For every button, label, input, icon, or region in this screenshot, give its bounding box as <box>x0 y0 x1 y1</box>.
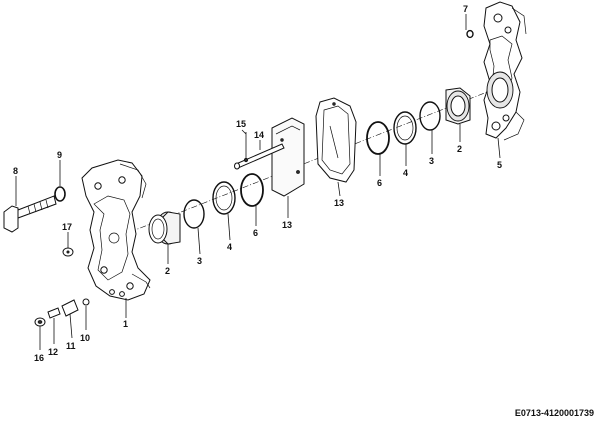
washer-9 <box>54 186 66 202</box>
label-12: 12 <box>48 347 58 357</box>
dust-boot-4-right <box>393 111 417 145</box>
label-2-left: 2 <box>165 266 170 276</box>
label-13-right: 13 <box>334 198 344 208</box>
washer-7 <box>466 29 474 39</box>
brake-pad-13-right <box>315 97 357 183</box>
seal-ring-3-right <box>419 101 441 131</box>
label-4-left: 4 <box>227 242 232 252</box>
label-5: 5 <box>497 160 502 170</box>
caliper-half-right <box>483 1 527 141</box>
caliper-half-left <box>81 159 151 301</box>
piston-right <box>445 87 471 125</box>
spring-clip-15 <box>243 132 249 163</box>
label-6-left: 6 <box>253 228 258 238</box>
leader-lines <box>15 14 501 350</box>
label-4-right: 4 <box>403 168 408 178</box>
label-3-left: 3 <box>197 256 202 266</box>
label-8: 8 <box>13 166 18 176</box>
label-15: 15 <box>236 119 246 129</box>
retaining-ring-6-left <box>240 173 264 207</box>
label-9: 9 <box>57 150 62 160</box>
reference-code: E0713-4120001739 <box>515 408 594 418</box>
callout-labels: 1 2 3 4 6 13 13 6 4 3 2 5 7 8 9 10 11 12… <box>13 4 502 363</box>
label-2-right: 2 <box>457 144 462 154</box>
seal-ring-3-left <box>183 199 205 229</box>
label-11: 11 <box>66 341 76 351</box>
label-3-right: 3 <box>429 156 434 166</box>
washer-17 <box>62 247 74 257</box>
piston-left <box>148 211 181 245</box>
label-10: 10 <box>80 333 90 343</box>
bleed-screw-parts <box>34 298 90 327</box>
label-1: 1 <box>123 319 128 329</box>
label-13-left: 13 <box>282 220 292 230</box>
label-17: 17 <box>62 222 72 232</box>
bolt-8 <box>3 195 57 233</box>
retaining-pin-14 <box>234 143 285 170</box>
label-6-right: 6 <box>377 178 382 188</box>
retaining-ring-6-right <box>366 121 390 155</box>
label-14: 14 <box>254 130 264 140</box>
label-16: 16 <box>34 353 44 363</box>
label-7: 7 <box>463 4 468 14</box>
brake-pad-13-left <box>271 117 305 197</box>
dust-boot-4-left <box>212 181 236 215</box>
